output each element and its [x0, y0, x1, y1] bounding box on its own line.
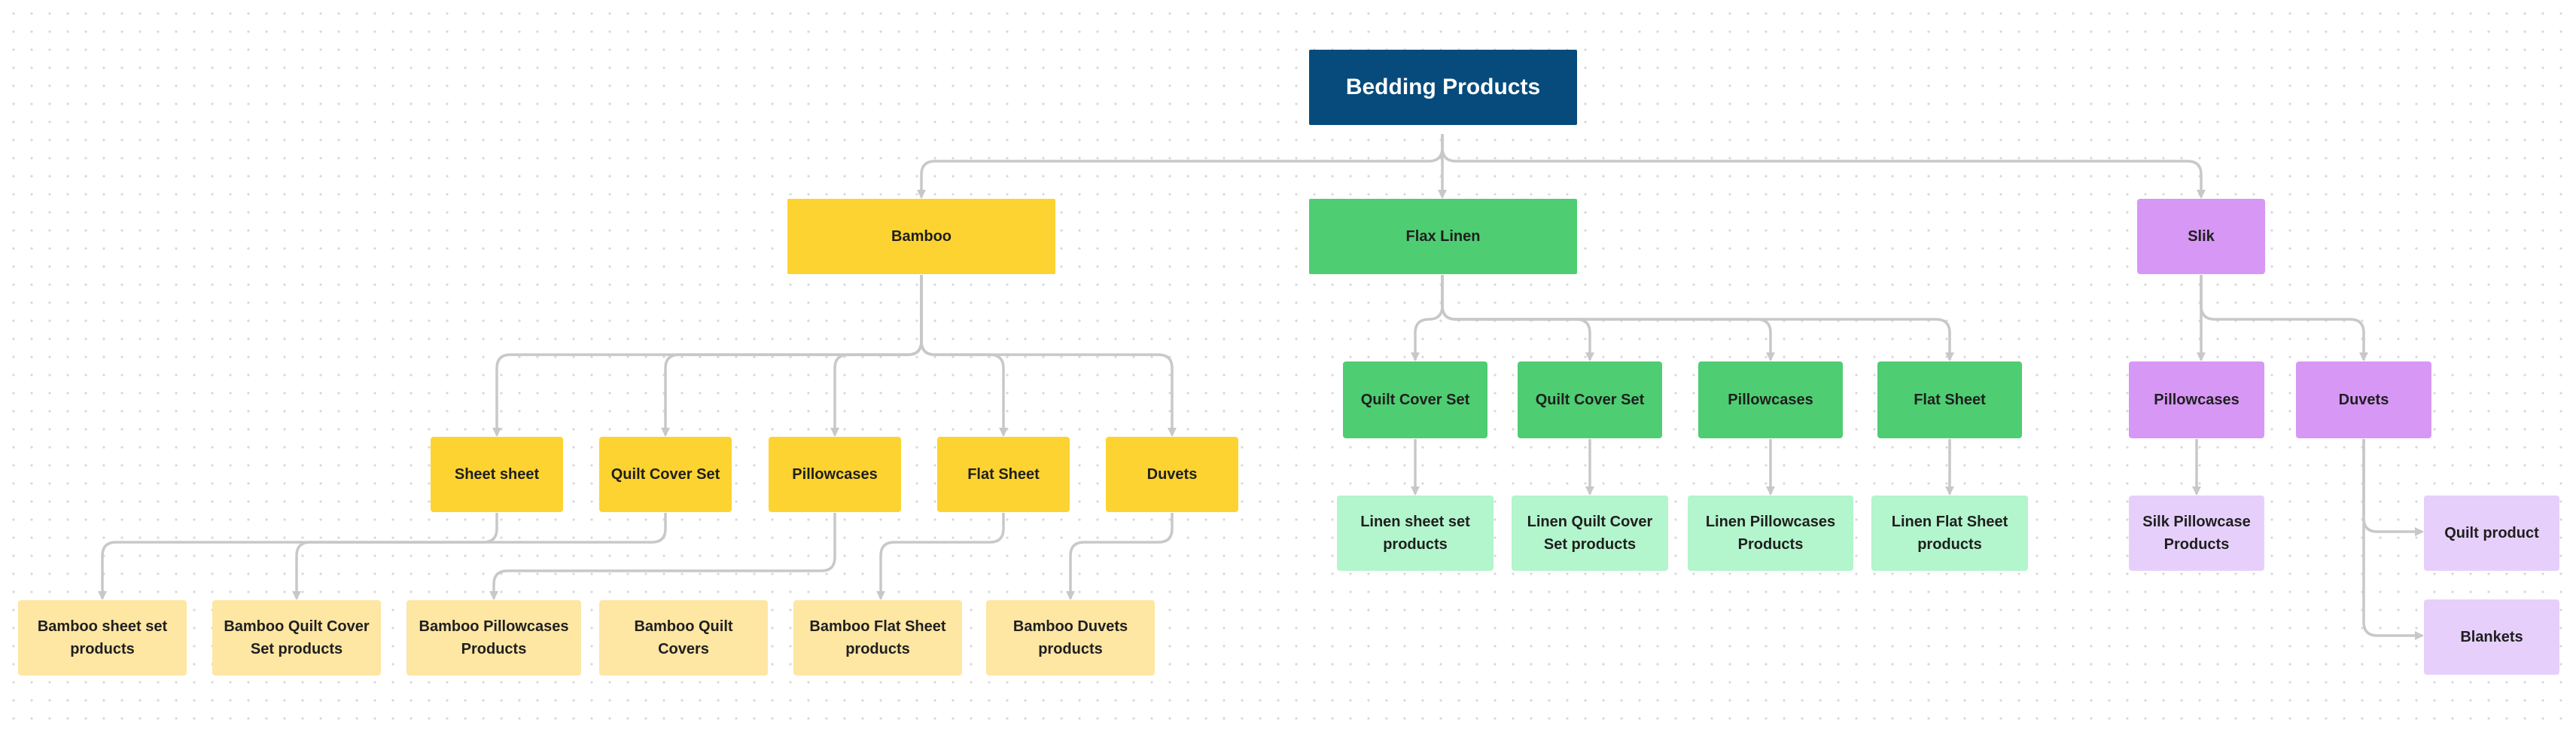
bamboo-flat-sheet[interactable]: Flat Sheet — [937, 437, 1070, 512]
category-slik[interactable]: Slik — [2137, 199, 2265, 274]
linen-sheet-set-products[interactable]: Linen sheet set products — [1337, 496, 1494, 571]
root-node[interactable]: Bedding Products — [1309, 50, 1577, 125]
edge-duvets-blankets — [2362, 439, 2424, 640]
node-label: Quilt Cover Set — [1360, 392, 1470, 408]
node-label: Linen Flat Sheet products — [1891, 514, 2008, 553]
node-label: Bamboo Quilt Covers — [634, 618, 733, 657]
node-label: Linen Quilt Cover Set products — [1527, 514, 1653, 553]
edge-flat-product — [876, 513, 1005, 600]
linen-pillowcases-products[interactable]: Linen Pillowcases Products — [1688, 496, 1853, 571]
edge-bamboo-pillow — [830, 275, 923, 437]
slik-duvets[interactable]: Duvets — [2296, 361, 2431, 438]
edge-slik-duvets — [2200, 275, 2368, 361]
linen-flat-sheet-products[interactable]: Linen Flat Sheet products — [1871, 496, 2028, 571]
bamboo-sheet-set-products[interactable]: Bamboo sheet set products — [18, 600, 187, 676]
node-label: Linen sheet set products — [1360, 514, 1470, 553]
node-label: Quilt Cover Set — [1535, 392, 1645, 408]
node-label: Duvets — [1146, 466, 1198, 483]
edge-root-bamboo — [917, 134, 1444, 199]
edge-pillow-product — [489, 513, 836, 600]
slik-pillowcases[interactable]: Pillowcases — [2129, 361, 2264, 438]
category-label: Flax Linen — [1405, 228, 1481, 245]
node-label: Quilt product — [2444, 525, 2539, 541]
edge-root-slik — [1441, 134, 2206, 199]
bamboo-pillowcases-products[interactable]: Bamboo Pillowcases Products — [406, 600, 581, 676]
flax-pillowcases[interactable]: Pillowcases — [1698, 361, 1843, 438]
bamboo-quilt-covers[interactable]: Bamboo Quilt Covers — [599, 600, 768, 676]
blankets[interactable]: Blankets — [2424, 599, 2559, 675]
silk-pillowcase-products[interactable]: Silk Pillowcase Products — [2129, 496, 2264, 571]
node-label: Pillowcases — [1728, 392, 1813, 408]
flax-quilt-cover-set-2[interactable]: Quilt Cover Set — [1518, 361, 1662, 438]
flax-quilt-cover-set-1[interactable]: Quilt Cover Set — [1343, 361, 1487, 438]
node-label: Silk Pillowcase Products — [2142, 514, 2251, 553]
bamboo-sheet-sheet[interactable]: Sheet sheet — [431, 437, 563, 512]
node-label: Flat Sheet — [967, 466, 1040, 483]
node-label: Pillowcases — [792, 466, 878, 483]
node-label: Bamboo Flat Sheet products — [809, 618, 946, 657]
root-label: Bedding Products — [1345, 75, 1541, 99]
node-label: Duvets — [2338, 392, 2389, 408]
node-label: Sheet sheet — [454, 466, 540, 483]
edge-flax-flat — [1441, 275, 1954, 361]
bamboo-duvets-products[interactable]: Bamboo Duvets products — [986, 600, 1155, 676]
edge-duvets-quilt — [2362, 439, 2424, 536]
edge-flax-pillow — [1441, 275, 1775, 361]
bamboo-flat-sheet-products[interactable]: Bamboo Flat Sheet products — [793, 600, 962, 676]
node-label: Linen Pillowcases Products — [1705, 514, 1836, 553]
category-label: Slik — [2188, 228, 2215, 245]
node-label: Pillowcases — [2154, 392, 2240, 408]
bamboo-duvets[interactable]: Duvets — [1106, 437, 1238, 512]
edge-flax-quilt2 — [1441, 275, 1594, 361]
bamboo-quilt-cover-set[interactable]: Quilt Cover Set — [599, 437, 732, 512]
node-label: Flat Sheet — [1914, 392, 1986, 408]
category-flax-linen[interactable]: Flax Linen — [1309, 199, 1577, 274]
node-label: Quilt Cover Set — [611, 466, 720, 483]
category-label: Bamboo — [891, 228, 952, 245]
node-label: Bamboo Quilt Cover Set products — [224, 618, 370, 657]
node-label: Bamboo sheet set products — [37, 618, 168, 657]
category-bamboo[interactable]: Bamboo — [787, 199, 1055, 274]
bamboo-pillowcases[interactable]: Pillowcases — [769, 437, 901, 512]
node-label: Blankets — [2460, 629, 2523, 645]
quilt-product[interactable]: Quilt product — [2424, 496, 2559, 571]
bamboo-quilt-cover-set-products[interactable]: Bamboo Quilt Cover Set products — [212, 600, 381, 676]
linen-quilt-cover-set-products[interactable]: Linen Quilt Cover Set products — [1512, 496, 1668, 571]
node-label: Bamboo Pillowcases Products — [419, 618, 569, 657]
edge-quilt-product — [292, 513, 667, 600]
edge-sheet-product — [98, 513, 498, 600]
flax-flat-sheet[interactable]: Flat Sheet — [1877, 361, 2022, 438]
edge-flax-quilt1 — [1411, 275, 1444, 361]
edge-duvets-product — [1066, 513, 1174, 600]
edge-bamboo-duvets — [920, 275, 1177, 437]
node-label: Bamboo Duvets products — [1012, 618, 1128, 657]
